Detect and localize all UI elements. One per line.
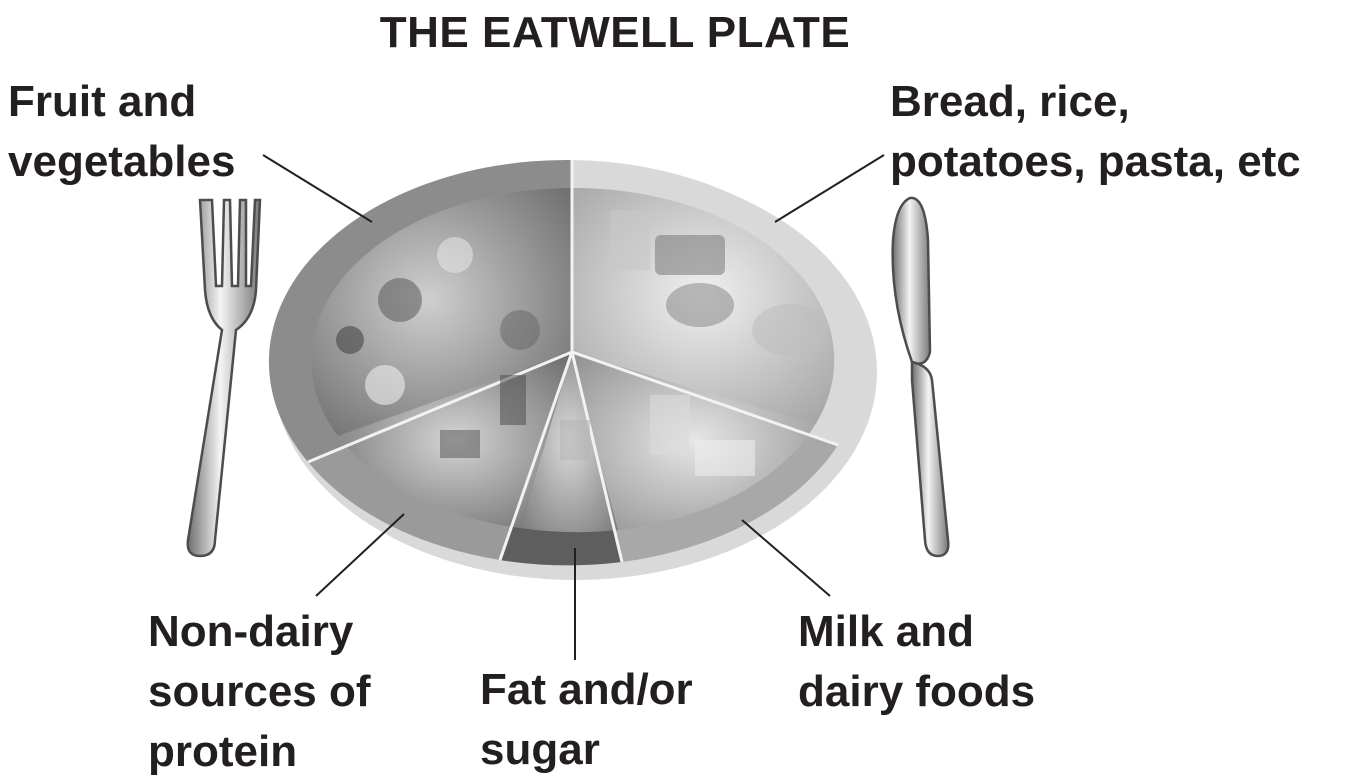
milk-leader-line — [742, 520, 830, 596]
label-line: protein — [148, 722, 371, 782]
fork-icon — [188, 200, 260, 556]
bread-leader-line — [775, 155, 884, 222]
label-line: sources of — [148, 662, 371, 722]
bread-rice-potatoes-label: Bread, rice, potatoes, pasta, etc — [890, 72, 1301, 192]
fruit-and-vegetables-label: Fruit and vegetables — [8, 72, 235, 192]
knife-icon — [893, 198, 949, 556]
diagram-title: THE EATWELL PLATE — [0, 8, 1230, 58]
label-line: dairy foods — [798, 662, 1035, 722]
fruit-leader-line — [263, 155, 372, 222]
label-line: Non-dairy — [148, 602, 371, 662]
fat-and-sugar-label: Fat and/or sugar — [480, 660, 693, 780]
protein-leader-line — [316, 514, 404, 596]
non-dairy-protein-label: Non-dairy sources of protein — [148, 602, 371, 782]
label-line: potatoes, pasta, etc — [890, 132, 1301, 192]
label-line: sugar — [480, 720, 693, 780]
label-line: Fat and/or — [480, 660, 693, 720]
milk-and-dairy-label: Milk and dairy foods — [798, 602, 1035, 722]
label-line: Bread, rice, — [890, 72, 1301, 132]
label-line: Milk and — [798, 602, 1035, 662]
label-line: vegetables — [8, 132, 235, 192]
label-line: Fruit and — [8, 72, 235, 132]
